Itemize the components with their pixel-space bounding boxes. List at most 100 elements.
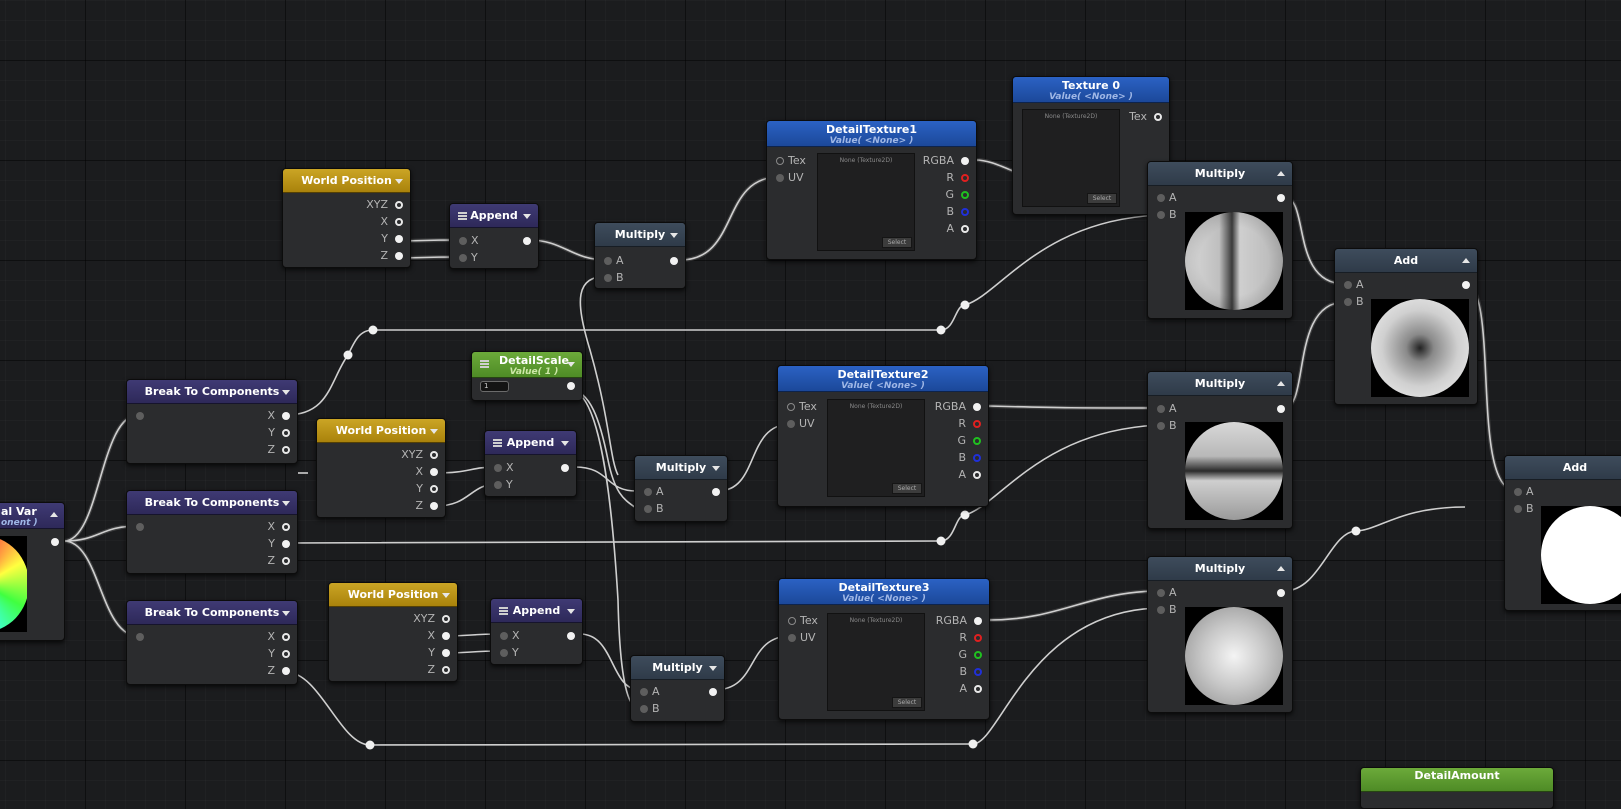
- node-header[interactable]: Append: [491, 599, 582, 623]
- detail-texture-3-node[interactable]: DetailTexture3 Value( <None> ) Tex UV No…: [778, 578, 990, 720]
- add-node[interactable]: Add A B: [1504, 455, 1621, 611]
- node-header[interactable]: al Var onent ): [0, 503, 64, 529]
- dropdown-icon[interactable]: [567, 609, 575, 614]
- menu-icon[interactable]: [499, 607, 508, 615]
- input-port[interactable]: [640, 688, 648, 696]
- input-port[interactable]: [788, 617, 796, 625]
- output-port[interactable]: [1154, 113, 1162, 121]
- multiply-node[interactable]: Multiply A B: [1147, 371, 1293, 529]
- node-header[interactable]: Multiply: [1148, 557, 1292, 581]
- input-port[interactable]: [500, 649, 508, 657]
- output-port[interactable]: [974, 617, 982, 625]
- output-port[interactable]: [973, 471, 981, 479]
- output-port[interactable]: [282, 523, 290, 531]
- output-port[interactable]: [973, 454, 981, 462]
- output-port[interactable]: [1277, 405, 1285, 413]
- output-port[interactable]: [442, 649, 450, 657]
- node-header[interactable]: World Position: [317, 419, 445, 443]
- input-port[interactable]: [1157, 211, 1165, 219]
- output-port[interactable]: [395, 201, 403, 209]
- output-port[interactable]: [442, 615, 450, 623]
- dropdown-icon[interactable]: [561, 441, 569, 446]
- world-position-node[interactable]: World Position XYZ X Y Z: [328, 582, 458, 682]
- output-port[interactable]: [282, 633, 290, 641]
- dropdown-icon[interactable]: [282, 390, 290, 395]
- select-button[interactable]: Select: [892, 697, 922, 708]
- dropdown-icon[interactable]: [282, 611, 290, 616]
- node-header[interactable]: DetailAmount: [1361, 768, 1553, 792]
- output-port[interactable]: [670, 257, 678, 265]
- output-port[interactable]: [282, 557, 290, 565]
- output-port[interactable]: [51, 538, 59, 546]
- break-to-components-node[interactable]: Break To Components X Y Z: [126, 490, 298, 574]
- detail-amount-node[interactable]: DetailAmount: [1360, 767, 1554, 809]
- output-port[interactable]: [395, 252, 403, 260]
- select-button[interactable]: Select: [892, 483, 922, 494]
- output-port[interactable]: [961, 191, 969, 199]
- output-port[interactable]: [973, 420, 981, 428]
- output-port[interactable]: [282, 446, 290, 454]
- output-port[interactable]: [282, 667, 290, 675]
- input-port[interactable]: [494, 464, 502, 472]
- select-button[interactable]: Select: [882, 237, 912, 248]
- input-port[interactable]: [776, 157, 784, 165]
- input-port[interactable]: [787, 403, 795, 411]
- output-port[interactable]: [282, 540, 290, 548]
- node-header[interactable]: Multiply: [595, 223, 685, 247]
- multiply-node[interactable]: Multiply A B: [634, 455, 728, 522]
- collapse-icon[interactable]: [1462, 258, 1470, 263]
- node-header[interactable]: Multiply: [1148, 372, 1292, 396]
- input-port[interactable]: [1344, 281, 1352, 289]
- node-header[interactable]: Break To Components: [127, 491, 297, 515]
- world-position-node[interactable]: World Position XYZ X Y Z: [282, 168, 411, 268]
- output-port[interactable]: [974, 685, 982, 693]
- texture-slot[interactable]: None (Texture2D) Select: [817, 153, 915, 251]
- output-port[interactable]: [442, 666, 450, 674]
- input-port[interactable]: [459, 237, 467, 245]
- world-position-node[interactable]: World Position XYZ X Y Z: [316, 418, 446, 518]
- node-header[interactable]: Multiply: [1148, 162, 1292, 186]
- dropdown-icon[interactable]: [523, 214, 531, 219]
- input-port[interactable]: [640, 705, 648, 713]
- output-port[interactable]: [282, 429, 290, 437]
- collapse-icon[interactable]: [1277, 566, 1285, 571]
- multiply-node[interactable]: Multiply A B: [1147, 161, 1293, 319]
- node-header[interactable]: Append: [450, 204, 538, 228]
- input-port[interactable]: [644, 488, 652, 496]
- select-button[interactable]: Select: [1087, 193, 1117, 204]
- output-port[interactable]: [1462, 281, 1470, 289]
- output-port[interactable]: [282, 650, 290, 658]
- output-port[interactable]: [1277, 194, 1285, 202]
- input-port[interactable]: [136, 633, 144, 641]
- multiply-node[interactable]: Multiply A B: [630, 655, 725, 722]
- multiply-node[interactable]: Multiply A B: [1147, 556, 1293, 713]
- dropdown-icon[interactable]: [712, 466, 720, 471]
- dropdown-icon[interactable]: [282, 501, 290, 506]
- menu-icon[interactable]: [493, 439, 502, 447]
- node-header[interactable]: Multiply: [631, 656, 724, 680]
- output-port[interactable]: [567, 382, 575, 390]
- add-node[interactable]: Add A B: [1334, 248, 1478, 405]
- node-header[interactable]: Append: [485, 431, 576, 455]
- node-header[interactable]: DetailScale Value( 1 ): [472, 352, 582, 378]
- input-port[interactable]: [644, 505, 652, 513]
- input-port[interactable]: [1157, 405, 1165, 413]
- input-port[interactable]: [787, 420, 795, 428]
- dropdown-icon[interactable]: [709, 666, 717, 671]
- input-port[interactable]: [1514, 505, 1522, 513]
- output-port[interactable]: [961, 157, 969, 165]
- input-port[interactable]: [1157, 606, 1165, 614]
- multiply-node[interactable]: Multiply A B: [594, 222, 686, 289]
- output-port[interactable]: [974, 634, 982, 642]
- input-port[interactable]: [776, 174, 784, 182]
- node-header[interactable]: DetailTexture1 Value( <None> ): [767, 121, 976, 147]
- output-port[interactable]: [430, 502, 438, 510]
- output-port[interactable]: [430, 468, 438, 476]
- dropdown-icon[interactable]: [442, 593, 450, 598]
- output-port[interactable]: [561, 464, 569, 472]
- break-to-components-node[interactable]: Break To Components X Y Z: [126, 600, 298, 685]
- texture-slot[interactable]: None (Texture2D) Select: [827, 399, 925, 497]
- input-port[interactable]: [1157, 194, 1165, 202]
- output-port[interactable]: [973, 403, 981, 411]
- output-port[interactable]: [567, 632, 575, 640]
